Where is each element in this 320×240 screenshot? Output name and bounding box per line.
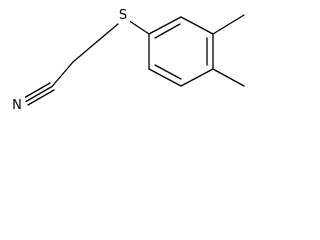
bond-sulfur-to-ring — [127, 19, 150, 35]
bond-ch2-to-sulfur — [98, 23, 119, 41]
sulfur-atom: S — [116, 6, 130, 23]
sulfur-label: S — [119, 8, 127, 23]
nitrile-triple-bond — [23, 82, 55, 106]
bond-methyl-4 — [212, 68, 245, 87]
bond-ch2-to-ch2 — [72, 39, 100, 63]
chemical-structure: S N — [10, 6, 245, 113]
bond-nitrile-carbon-to-ch2 — [51, 61, 74, 88]
nitrogen-label: N — [12, 98, 22, 113]
bond-methyl-3 — [212, 14, 245, 35]
benzene-ring — [148, 16, 214, 87]
nitrogen-atom: N — [10, 96, 25, 113]
